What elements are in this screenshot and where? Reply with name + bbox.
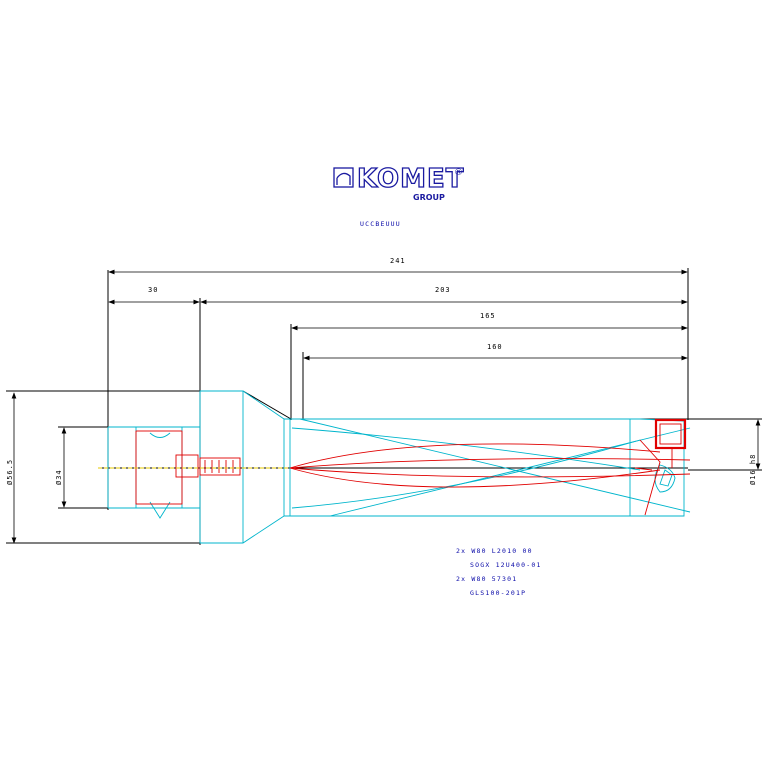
parts-list-item: 2x W80 L2010 00 xyxy=(456,547,533,555)
tool-body xyxy=(107,390,691,544)
parts-list-item: 2x W80 57301 xyxy=(456,575,517,583)
dim-label-30: 30 xyxy=(148,286,158,294)
dimension-overall-length: 241 xyxy=(107,257,688,510)
logo-registered-mark: ® xyxy=(454,168,463,178)
dim-label-drill-dia: Ø16 h8 xyxy=(749,454,757,485)
dim-label-165: 165 xyxy=(480,312,496,320)
parts-list-item: SOGX 12U400-01 xyxy=(470,561,542,569)
cutting-inserts xyxy=(135,418,691,516)
dimension-shank-diameter: Ø34 xyxy=(55,426,108,509)
logo-emblem-icon xyxy=(333,167,354,188)
komet-logo: KOMET ® GROUP xyxy=(333,163,464,202)
logo-brand-text: KOMET xyxy=(357,164,464,194)
dimension-drill-diameter: Ø16 h8 xyxy=(688,418,762,485)
dimension-shank-length: 30 xyxy=(108,286,201,545)
dimension-body-length: 203 xyxy=(200,286,688,305)
dim-label-241: 241 xyxy=(390,257,406,265)
parts-list-item: GLS100-201P xyxy=(470,589,526,597)
dim-label-160: 160 xyxy=(487,343,503,351)
part-number: UCCBEUUU xyxy=(360,220,401,228)
dim-label-shank-dia: Ø34 xyxy=(55,469,63,485)
dimension-flange-diameter: Ø56.5 xyxy=(6,392,17,544)
dimension-flute-length-2: 160 xyxy=(302,343,688,420)
dim-label-flange-dia: Ø56.5 xyxy=(6,459,14,485)
cutting-insert-icon xyxy=(654,418,687,450)
dimension-flute-length-1: 165 xyxy=(290,312,688,420)
parts-list: 2x W80 L2010 00 SOGX 12U400-01 2x W80 57… xyxy=(456,547,542,597)
logo-group-text: GROUP xyxy=(413,193,445,202)
dim-label-203: 203 xyxy=(435,286,451,294)
